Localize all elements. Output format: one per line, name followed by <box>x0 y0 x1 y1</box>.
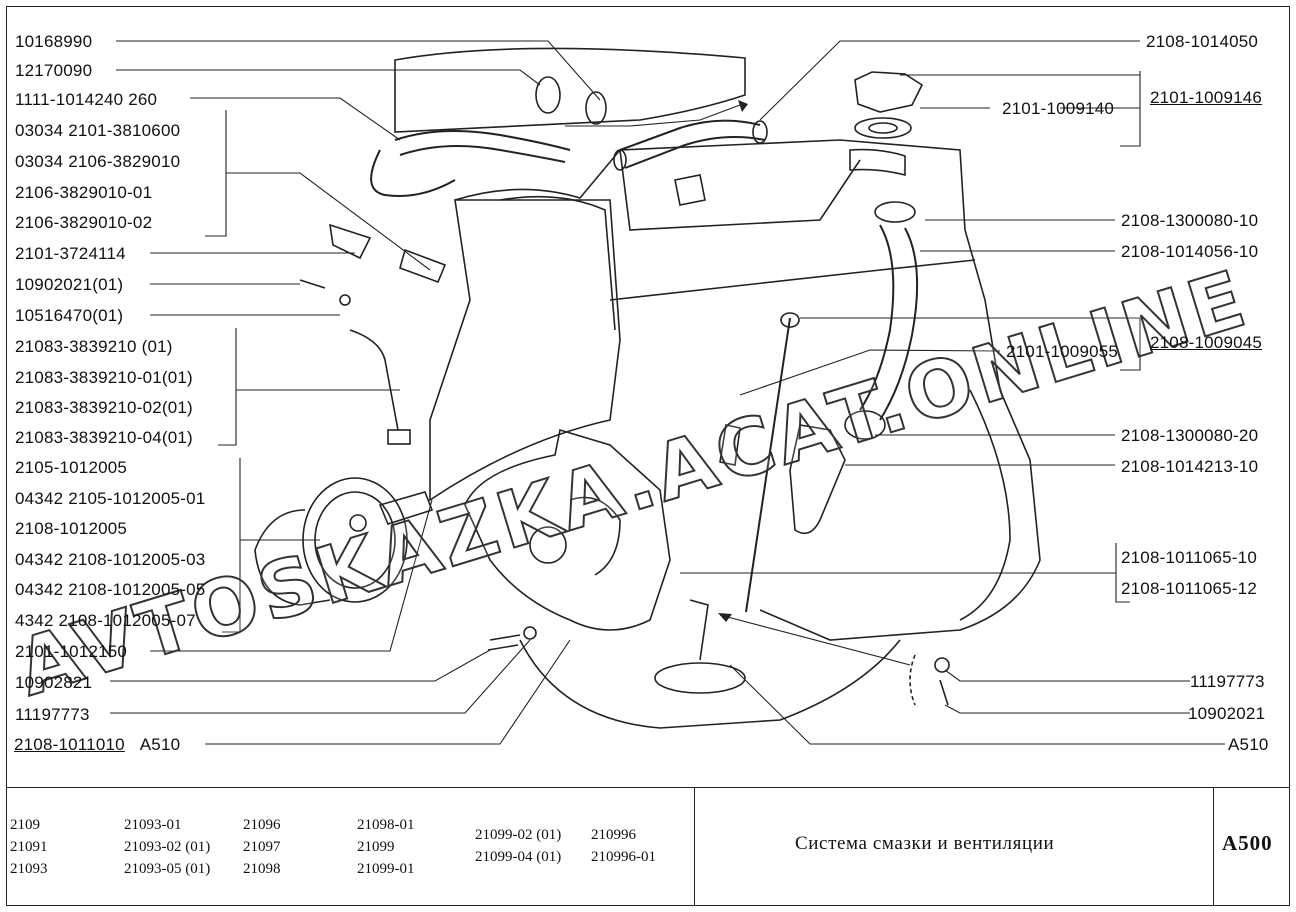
part-label-left: 11197773 <box>15 705 90 724</box>
part-label-left: 03034 2106-3829010 <box>15 152 181 171</box>
model-item: 21093-02 (01) <box>124 839 211 855</box>
sheet-frame <box>6 6 1290 906</box>
model-item: 21091 <box>10 839 48 855</box>
models-col-5: 21099-02 (01) 21099-04 (01) <box>475 824 561 868</box>
model-item: 21093 <box>10 861 48 877</box>
title-block-divider <box>6 787 1290 788</box>
part-label-left: 03034 2101-3810600 <box>15 121 181 140</box>
model-item: 2109 <box>10 817 40 833</box>
title-block-separator-1 <box>694 787 695 906</box>
part-label-right: 2108-1014050 <box>1146 32 1259 51</box>
part-label-left: 12170090 <box>15 61 93 80</box>
oil-filler-cap <box>854 71 924 113</box>
sheet-title: Система смазки и вентиляции <box>795 833 1055 854</box>
part-label-left: 2101-1012150 <box>15 642 128 661</box>
model-item: 21096 <box>243 817 281 833</box>
part-label-left: 10516470(01) <box>15 306 124 325</box>
label-oil-pump-assembly: 2108-1011010 A510 <box>14 735 180 755</box>
label-group-filler-cap: 2101-1009146 <box>1150 88 1263 107</box>
pipe-fitting <box>789 424 846 535</box>
part-label-right: 2108-1300080-20 <box>1121 426 1259 445</box>
part-label-right: 11197773 <box>1190 672 1265 691</box>
part-label-right: 2108-1014056-10 <box>1121 242 1259 261</box>
part-label-left: 21083-3839210-02(01) <box>15 398 193 417</box>
model-item: 21097 <box>243 839 281 855</box>
models-col-3: 21096 21097 21098 <box>243 814 281 880</box>
model-item: 21098 <box>243 861 281 877</box>
model-item: 21099-04 (01) <box>475 849 562 865</box>
part-label-left: 21083-3839210-04(01) <box>15 428 193 447</box>
oil-hose <box>859 224 895 411</box>
part-label-right: 10902021 <box>1188 704 1266 723</box>
model-item: 210996 <box>591 827 636 843</box>
engine-lubrication-diagram <box>110 40 1225 745</box>
engine-block-outline <box>394 47 746 133</box>
sheet-code: A500 <box>1222 831 1273 855</box>
model-item: 21093-01 <box>124 817 182 833</box>
part-label-right: 2101-1009055 <box>1006 342 1119 361</box>
model-item: 21093-05 (01) <box>124 861 211 877</box>
part-label-left: 2106-3829010-02 <box>15 213 153 232</box>
model-item: 21099-01 <box>357 861 415 877</box>
oil-pump-ref: A510 <box>139 735 181 754</box>
part-label-left: 2106-3829010-01 <box>15 183 153 202</box>
part-label-left: 04342 2108-1012005-03 <box>15 550 206 569</box>
part-label-left: 2101-3724114 <box>15 244 126 263</box>
oil-dipstick <box>745 317 791 613</box>
part-label-right: 2101-1009140 <box>1002 99 1115 118</box>
model-item: 21099 <box>357 839 395 855</box>
part-label-left: 04342 2105-1012005-01 <box>15 489 206 508</box>
model-item: 210996-01 <box>591 849 656 865</box>
ventilation-hose-right <box>619 119 761 151</box>
oil-pump-part-number: 2108-1011010 <box>14 735 125 754</box>
part-label-right: 2108-1011065-12 <box>1121 579 1257 598</box>
label-group-dipstick: 2108-1009045 <box>1150 333 1263 352</box>
models-col-4: 21098-01 21099 21099-01 <box>357 814 415 880</box>
model-item: 21099-02 (01) <box>475 827 562 843</box>
part-label-left: 21083-3839210-01(01) <box>15 368 193 387</box>
part-label-right: 2108-1014213-10 <box>1121 457 1259 476</box>
part-label-left: 10902821 <box>15 673 93 692</box>
models-col-1: 2109 21091 21093 <box>10 814 48 880</box>
part-label-right: 2108-1300080-10 <box>1121 211 1259 230</box>
models-col-2: 21093-01 21093-02 (01) 21093-05 (01) <box>124 814 210 880</box>
part-label-left: 21083-3839210 (01) <box>15 337 173 356</box>
part-label-left: 2108-1012005 <box>15 519 128 538</box>
model-item: 21098-01 <box>357 817 415 833</box>
part-label-left: 4342 2108-1012005-07 <box>15 611 196 630</box>
part-label-left: 2105-1012005 <box>15 458 128 477</box>
oil-pressure-sensor <box>378 491 434 525</box>
oil-receiver <box>689 599 709 661</box>
part-label-left: 10168990 <box>15 32 93 51</box>
oil-pump-housing <box>464 428 671 631</box>
part-label-left: 1111-1014240 260 <box>15 90 158 109</box>
part-label-left: 10902021(01) <box>15 275 124 294</box>
title-block-separator-2 <box>1213 787 1214 906</box>
part-label-right: 2108-1011065-10 <box>1121 548 1257 567</box>
part-label-right: A510 <box>1228 735 1269 754</box>
models-col-6: 210996 210996-01 <box>591 824 656 868</box>
part-label-left: 04342 2108-1012005-05 <box>15 580 206 599</box>
